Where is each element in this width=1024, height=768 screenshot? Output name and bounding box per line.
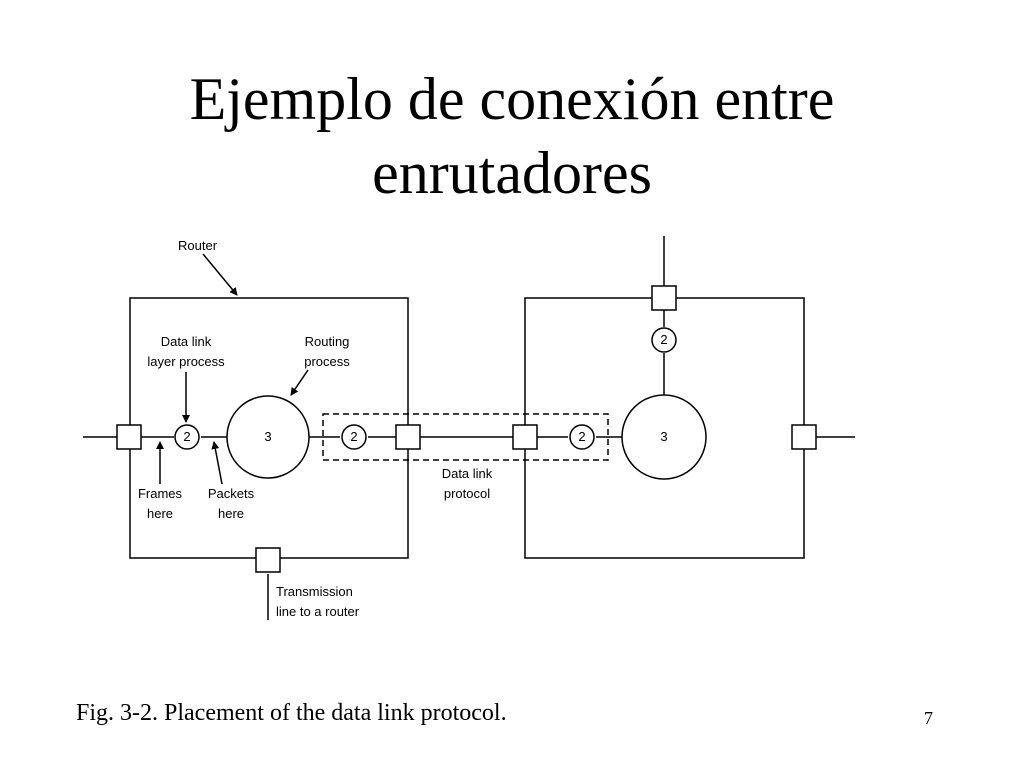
slide-title-line-1: Ejemplo de conexión entre [189,66,835,132]
transmission-label-line-2: line to a router [276,604,360,619]
left-dl-process-circle-a [174,424,200,450]
right-dl-process-circle-a [569,424,595,450]
left-router-bottom-port [255,547,281,573]
dl-process-number: 2 [660,332,667,347]
left-dl-process-circle-b [341,424,367,450]
left-router-right-port [395,424,421,450]
routing-process-number: 3 [264,429,271,444]
figure-caption: Fig. 3-2. Placement of the data link pro… [76,700,507,726]
routing-process-number: 3 [660,429,667,444]
right-dl-process-circle-b [651,327,677,353]
packets-label-line-1: Packets [208,486,255,501]
packets-label-line-2: here [218,506,244,521]
packets-pointer-arrow [211,441,223,485]
frames-label-line-1: Frames [138,486,183,501]
dl-process-label-line-1: Data link [161,334,212,349]
slide-title-line-2: enrutadores [372,140,652,206]
dl-process-number: 2 [183,429,190,444]
transmission-label-line-1: Transmission [276,584,353,599]
routing-process-label-line-1: Routing [305,334,350,349]
left-port-square [116,424,142,450]
left-routing-process-circle [226,395,310,479]
slide-title: Ejemplo de conexión entre enrutadores [0,62,1024,210]
right-router-top-port [651,285,677,311]
routing-process-pointer-arrow [290,369,309,396]
frames-label-line-2: here [147,506,173,521]
page-number: 7 [924,708,933,728]
router-pointer-arrow [202,253,238,296]
right-routing-process-circle [621,394,707,480]
dl-protocol-label-line-2: protocol [444,486,490,501]
data-link-protocol-region [322,413,609,461]
dl-process-number: 2 [578,429,585,444]
dl-protocol-label-line-1: Data link [442,466,493,481]
dl-process-label-line-2: layer process [147,354,225,369]
dl-process-number: 2 [350,429,357,444]
router-label: Router [178,238,218,253]
right-router-right-port [791,424,817,450]
routing-process-label-line-2: process [304,354,350,369]
right-router-left-port [512,424,538,450]
